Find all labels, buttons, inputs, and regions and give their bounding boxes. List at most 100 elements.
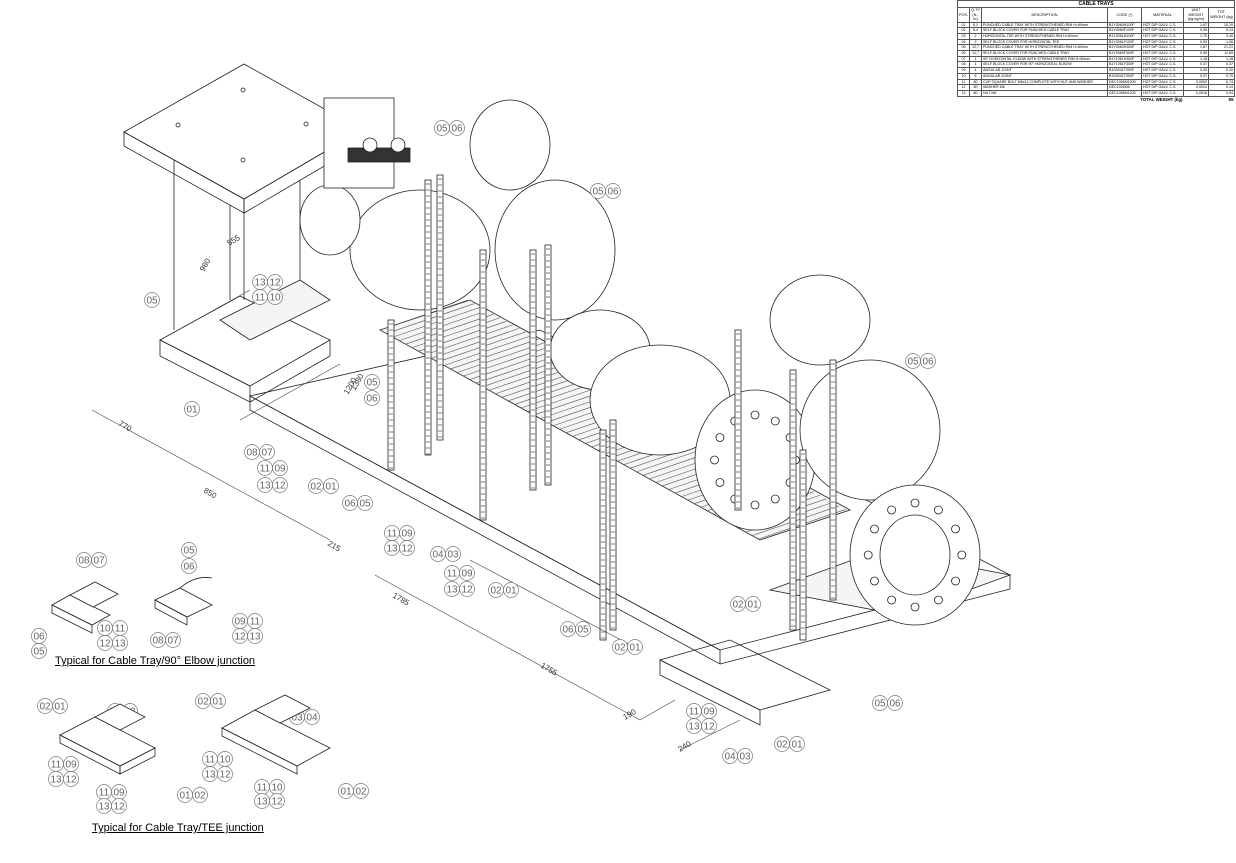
callout-number: 02 (732, 600, 744, 611)
bom-title: CABLE TRAYS (956, 0, 1236, 8)
callout-number: 13 (256, 797, 268, 808)
callout-number: 06 (366, 394, 378, 405)
callout-number: 09 (274, 464, 286, 475)
detail-tee-junctions (59, 694, 331, 775)
callout-number: 05 (436, 124, 448, 135)
dim-215: 215 (326, 539, 343, 554)
callout-number: 01 (325, 482, 337, 493)
callout-number: 01 (54, 702, 66, 713)
callout-number: 11 (99, 788, 110, 799)
callout-number: 08 (152, 636, 164, 647)
callout-number: 05 (577, 625, 589, 636)
callout-number: 11 (115, 624, 126, 635)
bom-total-value: 55 (1208, 95, 1235, 103)
callout-number: 02 (39, 702, 51, 713)
callout-number: 11 (689, 707, 700, 718)
bom-header: Q.TY (N.-m) (969, 7, 982, 23)
callout-number: 13 (386, 544, 398, 555)
bom-header: UNIT WEIGHT (kg-kg/m) (1183, 7, 1209, 23)
callout-number: 13 (50, 775, 62, 786)
callout-number: 11 (255, 293, 266, 304)
callout-number: 09 (65, 760, 77, 771)
callout-number: 12 (234, 632, 246, 643)
callout-number: 04 (724, 752, 736, 763)
callout-number: 13 (446, 585, 458, 596)
callout-number: 13 (98, 802, 110, 813)
callout-balloon: 06 (31, 628, 47, 644)
bom-header: CODE (*) (1107, 7, 1142, 23)
callout-number: 12 (219, 770, 231, 781)
callout-number: 10 (269, 293, 281, 304)
callout-number: 01 (747, 600, 759, 611)
callout-number: 12 (99, 639, 111, 650)
callout-number: 13 (254, 278, 266, 289)
callout-number: 12 (65, 775, 77, 786)
callout-number: 01 (505, 586, 517, 597)
bom-cell: CUP SQUARE BOLT M6x12 COMPLETE WITH NUT … (981, 78, 1108, 86)
callout-number: 04 (432, 550, 444, 561)
callout-number: 12 (461, 585, 473, 596)
bom-cell: 5,13 (1207, 27, 1236, 34)
callout-number: 03 (291, 713, 303, 724)
callout-number: 03 (739, 752, 751, 763)
callout-number: 06 (344, 499, 356, 510)
callout-number: 01 (212, 697, 224, 708)
callout-number: 02 (614, 643, 626, 654)
callout-balloon: 05 (364, 374, 380, 390)
callout-number: 07 (261, 448, 273, 459)
callout-number: 01 (629, 643, 641, 654)
callout-number: 03 (447, 550, 459, 561)
callout-number: 06 (451, 124, 463, 135)
callout-number: 09 (461, 569, 473, 580)
callout-number: 11 (257, 783, 268, 794)
callout-number: 06 (183, 562, 195, 573)
callout-number: 05 (907, 357, 919, 368)
dim-555: 555 (226, 233, 243, 248)
callout-number: 01 (179, 791, 191, 802)
callout-number: 05 (359, 499, 371, 510)
callout-number: 06 (562, 625, 574, 636)
callout-number: 02 (355, 787, 367, 798)
bom-cell: 21,21 (1207, 44, 1236, 51)
callout-number: 10 (219, 755, 231, 766)
callout-number: 10 (271, 783, 283, 794)
callout-number: 07 (167, 636, 179, 647)
dim-190: 190 (622, 707, 639, 722)
callout-number: 13 (688, 722, 700, 733)
callout-number: 05 (33, 647, 45, 658)
detail-elbow-junctions (51, 577, 213, 634)
callout-balloon: 06 (364, 390, 380, 406)
callout-number: 11 (387, 529, 398, 540)
callout-number: 12 (113, 802, 125, 813)
bom-cell: 1,18 (1207, 55, 1236, 63)
callout-number: 02 (197, 697, 209, 708)
bom-cell: 3,40 (1207, 32, 1236, 40)
bom-header: MATERIAL (1141, 7, 1184, 23)
callout-number: 13 (249, 632, 261, 643)
callout-balloon: 06 (181, 558, 197, 574)
